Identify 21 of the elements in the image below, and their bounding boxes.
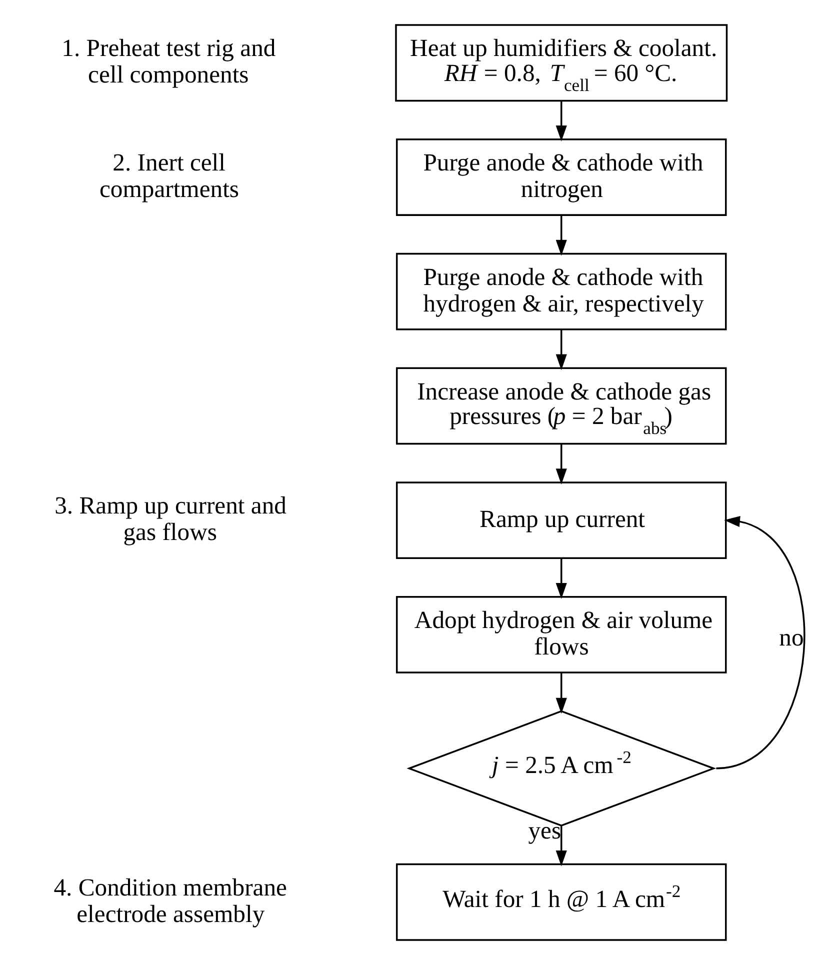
label: 4. Condition membrane electrode assembly <box>54 874 287 928</box>
node-box: Purge anode & cathode with hydrogen & air, respectively <box>396 252 727 330</box>
arrow <box>556 672 567 714</box>
node-box: Adopt hydrogen & air volume flows <box>396 596 727 674</box>
label: 1. Preheat test rig and cell components <box>62 35 276 89</box>
node-diamond: j = 2.5 A cm$^{-2}$ <box>406 710 716 827</box>
edge-label: no <box>779 624 804 652</box>
label: 2. Inert cell compartments <box>100 150 240 203</box>
node-box: Ramp up current <box>396 482 727 560</box>
node-box: Heat up humidifiers & coolant. RH = 0.8, T$_{cell}$ = 60 °C. <box>395 24 728 102</box>
arrow <box>556 215 567 256</box>
arrow <box>556 330 567 370</box>
arrow <box>556 444 567 484</box>
label: 3. Ramp up current and gas flows <box>54 492 286 546</box>
arrow <box>556 558 567 599</box>
node-box: Increase anode & cathode gas pressures (p = 2 bar$_{abs}$) <box>396 367 727 445</box>
arrow <box>556 826 567 866</box>
node-box: Wait for 1 h @ 1 A cm$^{-2}$ <box>396 863 727 941</box>
node-box: Purge anode & cathode with nitrogen <box>396 138 727 216</box>
arrow <box>716 516 805 770</box>
arrow <box>556 100 567 142</box>
